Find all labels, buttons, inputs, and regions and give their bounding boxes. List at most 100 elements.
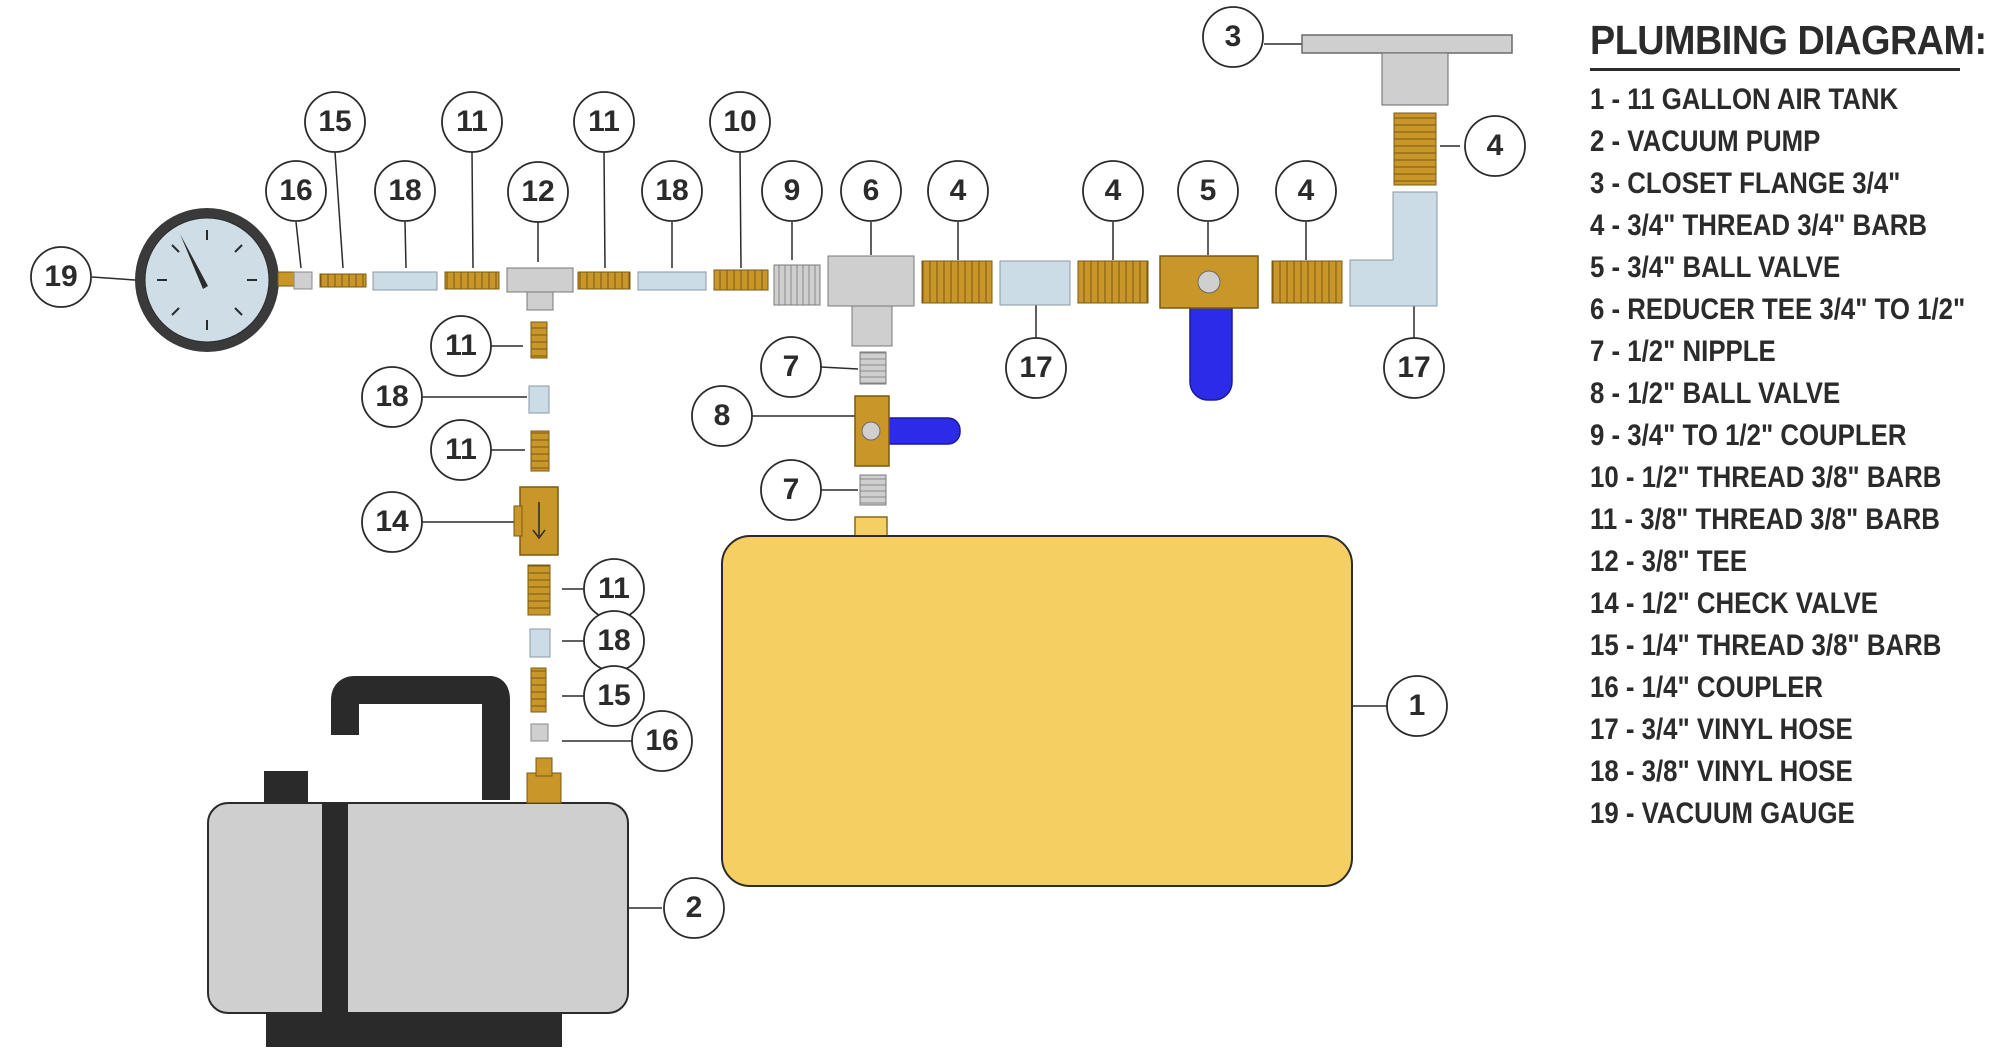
callout-circle <box>760 336 822 398</box>
callout-label: 14 <box>375 505 409 538</box>
callout-circle <box>1005 337 1067 399</box>
ball-valve-1-2 <box>854 395 961 467</box>
down-arrow-icon <box>532 502 546 540</box>
callout-circle <box>304 91 366 153</box>
callout-circle <box>1464 115 1526 177</box>
callout-circle <box>1386 675 1448 737</box>
callout-label: 17 <box>1019 351 1052 384</box>
callout-circle <box>1202 6 1264 68</box>
callout-label: 18 <box>375 380 408 413</box>
callout-bubble: 5 <box>1177 160 1239 222</box>
callout-label: 10 <box>723 105 756 138</box>
legend-item: 14 - 1/2" CHECK VALVE <box>1590 587 1878 620</box>
callout-circle <box>430 315 492 377</box>
legend: PLUMBING DIAGRAM: 1 - 11 GALLON AIR TANK… <box>1590 14 1990 835</box>
callout-label: 18 <box>388 174 421 207</box>
legend-item: 7 - 1/2" NIPPLE <box>1590 335 1776 368</box>
callout-circle <box>927 160 989 222</box>
callout-bubble: 18 <box>361 366 423 428</box>
callout-label: 5 <box>1200 174 1217 207</box>
callout-bubble: 7 <box>760 459 822 521</box>
callout-bubble: 3 <box>1202 6 1264 68</box>
callout-bubble: 11 <box>430 419 492 481</box>
legend-item: 9 - 3/4" TO 1/2" COUPLER <box>1590 419 1907 452</box>
callout-circle <box>840 160 902 222</box>
legend-title: PLUMBING DIAGRAM: <box>1590 17 1987 63</box>
callout-circle <box>361 366 423 428</box>
callout-bubble: 17 <box>1383 337 1445 399</box>
callout-label: 4 <box>1487 129 1504 162</box>
callout-circle <box>709 91 771 153</box>
callout-bubble: 1 <box>1386 675 1448 737</box>
callout-circle <box>374 160 436 222</box>
legend-item: 15 - 1/4" THREAD 3/8" BARB <box>1590 629 1942 662</box>
callout-label: 16 <box>645 724 678 757</box>
legend-item: 8 - 1/2" BALL VALVE <box>1590 377 1841 410</box>
callout-label: 11 <box>598 572 630 605</box>
callout-bubble: 4 <box>1082 160 1144 222</box>
callout-bubble: 6 <box>840 160 902 222</box>
callout-circle <box>265 160 327 222</box>
callout-circle <box>1275 160 1337 222</box>
callout-label: 4 <box>1298 174 1315 207</box>
callout-circle <box>1383 337 1445 399</box>
callout-label: 11 <box>456 105 488 138</box>
callout-label: 4 <box>1105 174 1122 207</box>
callout-bubble: 11 <box>583 558 645 620</box>
callout-label: 15 <box>318 105 351 138</box>
callout-bubble: 11 <box>441 91 503 153</box>
legend-item: 11 - 3/8" THREAD 3/8" BARB <box>1590 503 1940 536</box>
callout-bubble: 11 <box>573 91 635 153</box>
legend-item: 2 - VACUUM PUMP <box>1590 125 1821 158</box>
callout-bubble: 12 <box>507 161 569 223</box>
legend-item: 16 - 1/4" COUPLER <box>1590 671 1824 704</box>
callout-bubble: 17 <box>1005 337 1067 399</box>
legend-item: 17 - 3/4" VINYL HOSE <box>1590 713 1853 746</box>
callout-label: 4 <box>950 174 967 207</box>
callout-label: 18 <box>597 624 630 657</box>
vacuum-gauge <box>135 208 295 352</box>
callout-circle <box>573 91 635 153</box>
callout-circle <box>641 160 703 222</box>
callout-circle <box>663 877 725 939</box>
callout-label: 18 <box>655 174 688 207</box>
callout-label: 7 <box>783 473 800 506</box>
callout-label: 1 <box>1409 689 1426 722</box>
callout-label: 8 <box>714 399 731 432</box>
callout-bubble: 2 <box>663 877 725 939</box>
tee-3-8 <box>506 267 574 311</box>
air-tank <box>721 516 1353 887</box>
legend-item: 19 - VACUUM GAUGE <box>1590 797 1855 830</box>
callout-label: 3 <box>1225 20 1242 53</box>
reducer-tee <box>827 255 915 347</box>
callout-circle <box>583 665 645 727</box>
callout-label: 9 <box>784 174 801 207</box>
callout-label: 12 <box>521 175 554 208</box>
callout-bubble: 4 <box>1275 160 1337 222</box>
callout-label: 6 <box>863 174 880 207</box>
callout-label: 16 <box>279 174 312 207</box>
callout-bubble: 16 <box>265 160 327 222</box>
vacuum-pump <box>207 676 629 1047</box>
callout-bubble: 16 <box>631 710 693 772</box>
callout-circle <box>631 710 693 772</box>
callout-label: 11 <box>445 329 477 362</box>
callout-label: 17 <box>1397 351 1430 384</box>
callout-bubble: 7 <box>760 336 822 398</box>
callout-bubble: 14 <box>361 491 423 553</box>
legend-item: 10 - 1/2" THREAD 3/8" BARB <box>1590 461 1942 494</box>
callout-bubble: 11 <box>430 315 492 377</box>
callout-circle <box>760 459 822 521</box>
ball-valve-3-4 <box>1159 255 1259 401</box>
callout-bubble: 15 <box>304 91 366 153</box>
callout-circle <box>30 246 92 308</box>
callout-circle <box>691 385 753 447</box>
callout-bubble: 9 <box>761 160 823 222</box>
callout-bubble: 18 <box>583 610 645 672</box>
callout-label: 11 <box>445 433 477 466</box>
horizontal-fittings <box>293 34 1513 401</box>
legend-item: 4 - 3/4" THREAD 3/4" BARB <box>1590 209 1928 242</box>
